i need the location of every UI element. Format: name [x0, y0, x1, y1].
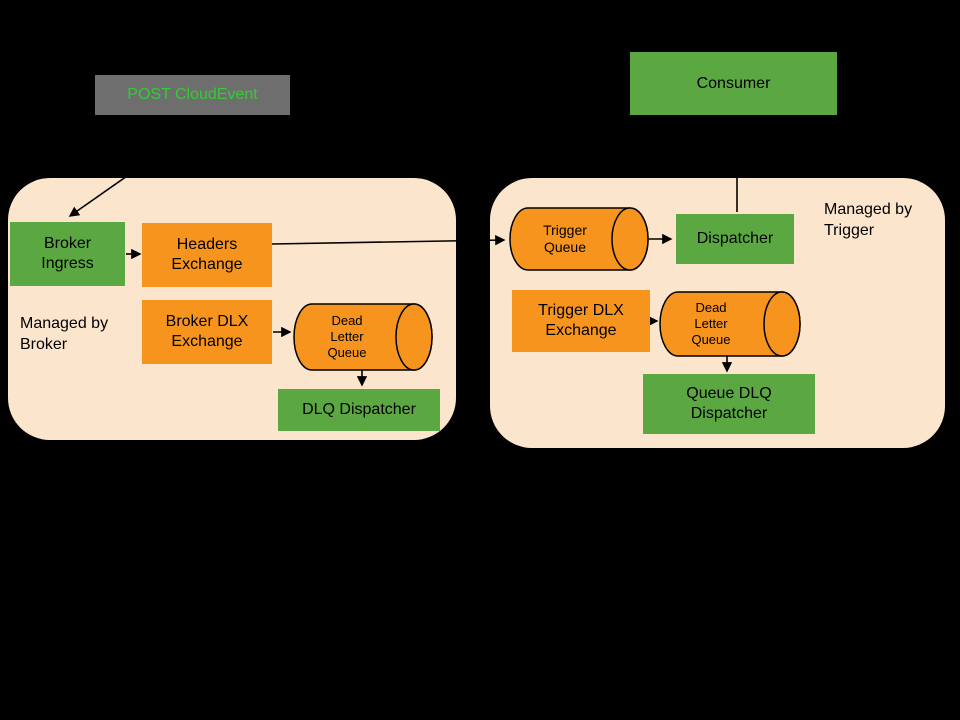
arrow-headers-exchange-to-trigger-queue — [271, 234, 506, 246]
broker-dlx-exchange-label: Broker DLX Exchange — [165, 313, 249, 350]
dispatcher-node: Dispatcher — [676, 214, 794, 264]
trigger-dlx-exchange-label: Trigger DLX Exchange — [538, 302, 624, 339]
trigger-dead-letter-queue-label: Dead Letter Queue — [691, 299, 731, 348]
headers-exchange-node: Headers Exchange — [142, 223, 272, 287]
queue-dlq-dispatcher-label: Queue DLQ Dispatcher — [686, 385, 772, 422]
consumer-label: Consumer — [696, 74, 771, 92]
managed-by-trigger-label: Managed by Trigger — [824, 201, 913, 239]
broker-dead-letter-queue-label: Dead Letter Queue — [327, 312, 367, 361]
trigger-dead-letter-queue-cylinder-cap — [763, 291, 801, 357]
broker-ingress-label: Broker Ingress — [41, 235, 94, 272]
trigger-queue-cylinder-cap — [611, 207, 649, 271]
consumer-node: Consumer — [630, 52, 837, 115]
broker-ingress-node: Broker Ingress — [10, 222, 125, 286]
dlq-dispatcher-node: DLQ Dispatcher — [278, 389, 440, 431]
managed-by-broker-label: Managed by Broker — [20, 315, 109, 353]
trigger-queue-label: Trigger Queue — [543, 221, 587, 256]
headers-exchange-label: Headers Exchange — [171, 236, 243, 273]
arrow-post-cloudevent-to-broker-ingress — [68, 117, 211, 217]
dlq-dispatcher-label: DLQ Dispatcher — [302, 401, 416, 418]
queue-dlq-dispatcher-node: Queue DLQ Dispatcher — [643, 374, 815, 434]
post-cloudevent-label: POST CloudEvent — [127, 86, 258, 103]
post-cloudevent-badge: POST CloudEvent — [95, 75, 290, 115]
broker-dlx-exchange-node: Broker DLX Exchange — [142, 300, 272, 364]
trigger-dlx-exchange-node: Trigger DLX Exchange — [512, 290, 650, 352]
trigger-dead-letter-queue-cylinder — [659, 291, 801, 357]
dispatcher-label: Dispatcher — [696, 230, 774, 247]
broker-dead-letter-queue-cylinder-cap — [395, 303, 433, 371]
broker-dead-letter-queue-cylinder — [293, 303, 433, 371]
trigger-queue-cylinder — [509, 207, 649, 271]
